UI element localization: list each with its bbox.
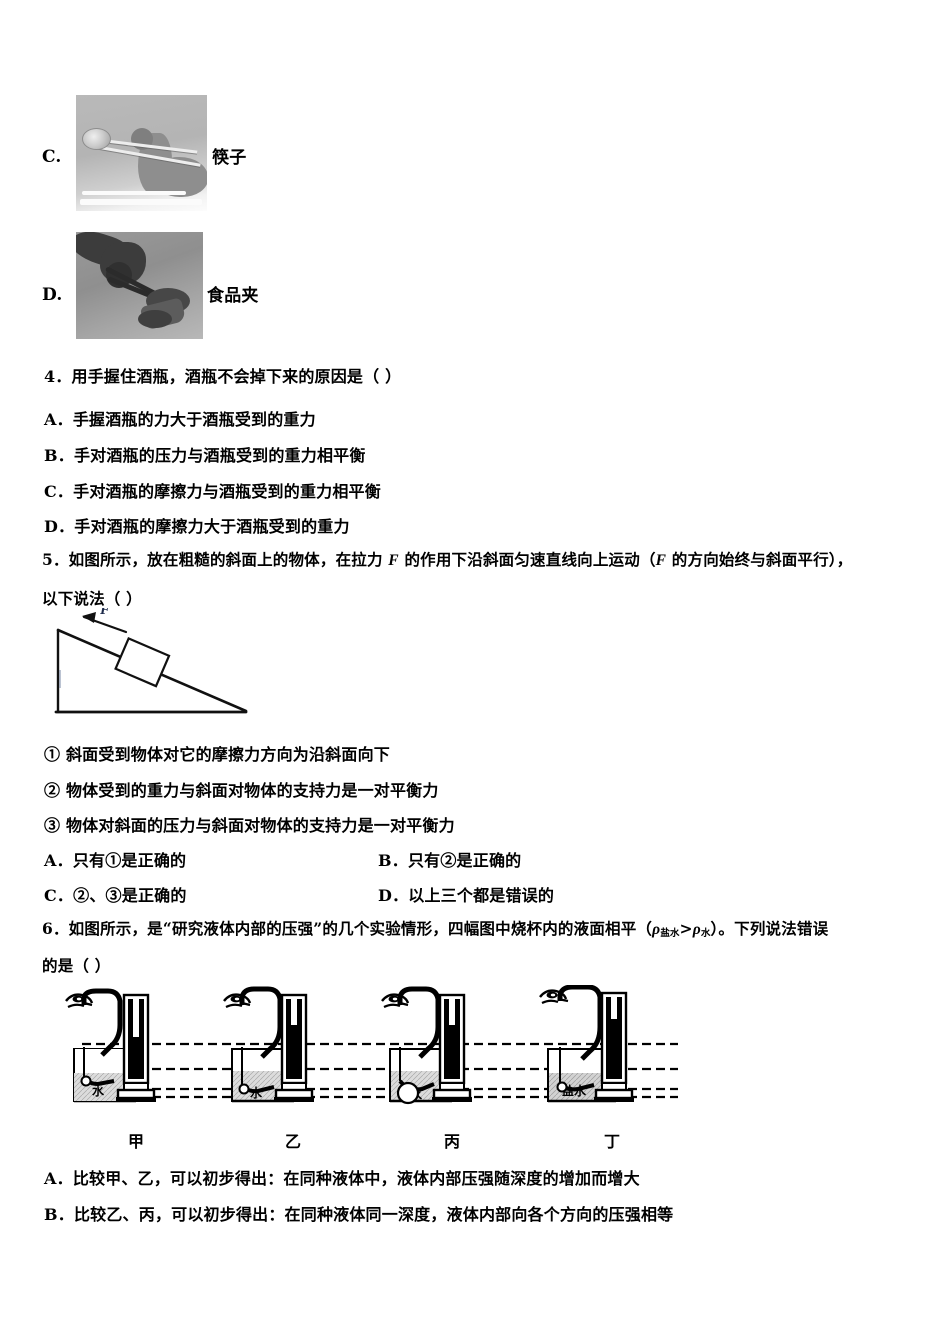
panel-label-ding: 丁 — [604, 1132, 621, 1151]
liquid-pressure-experiment-diagram: 水 — [65, 985, 678, 1105]
q6-option-a: A．比较甲、乙，可以初步得出：在同种液体中，液体内部压强随深度的增加而增大 — [44, 1169, 640, 1188]
q4-option-c-text: 手对酒瓶的摩擦力与酒瓶受到的重力相平衡 — [73, 482, 381, 501]
q5-stem-part3: 的方向始终与斜面平行）， — [666, 550, 853, 569]
q6-option-b: B．比较乙、丙，可以初步得出：在同种液体同一深度，液体内部向各个方向的压强相等 — [44, 1205, 673, 1224]
option-c-letter: C. — [42, 147, 62, 167]
q5-option-a-letter: A． — [44, 851, 73, 870]
q4-option-a-letter: A． — [44, 410, 73, 429]
q4-option-c-letter: C． — [44, 482, 74, 501]
q4-option-b-text: 手对酒瓶的压力与酒瓶受到的重力相平衡 — [73, 446, 366, 465]
q6-option-b-letter: B． — [44, 1205, 74, 1224]
inclined-plane-force-label: F — [99, 608, 110, 618]
q4-stem: 4．用手握住酒瓶，酒瓶不会掉下来的原因是（ ） — [44, 367, 402, 386]
q5-option-c-letter: C． — [44, 886, 74, 905]
panel-ding: 盐水 — [539, 985, 634, 1103]
inclined-plane-diagram: F — [54, 608, 248, 714]
q5-stem-part1: 5．如图所示，放在粗糙的斜面上的物体，在拉力 — [42, 550, 389, 569]
panel-label-yi: 乙 — [285, 1132, 302, 1151]
manometer-yi — [274, 993, 314, 1102]
manometer-jia — [116, 993, 156, 1102]
q5-stem-line1: 5．如图所示，放在粗糙的斜面上的物体，在拉力 F 的作用下沿斜面匀速直线向上运动… — [42, 550, 853, 571]
q6-stem-line2: 的是（ ） — [42, 956, 111, 975]
panel-label-bing: 丙 — [444, 1132, 461, 1151]
q5-option-d: D．以上三个都是错误的 — [378, 886, 554, 905]
q6-compare-operator: > — [679, 919, 693, 938]
panel-bing: 水 — [381, 986, 472, 1105]
panel-jia: 水 — [65, 988, 156, 1103]
manometer-ding — [594, 991, 634, 1102]
q5-statement-3: ③ 物体对斜面的压力与斜面对物体的支持力是一对平衡力 — [44, 816, 455, 835]
q5-option-a-text: 只有①是正确的 — [72, 851, 187, 870]
q4-option-b: B．手对酒瓶的压力与酒瓶受到的重力相平衡 — [44, 446, 366, 465]
q5-option-d-text: 以上三个都是错误的 — [408, 886, 555, 905]
q5-option-a: A．只有①是正确的 — [44, 851, 186, 870]
q5-force-symbol-2: F — [655, 552, 667, 569]
manometer-bing — [432, 993, 472, 1102]
svg-text:水: 水 — [92, 1083, 105, 1098]
q6-stem-part1: 6．如图所示，是“研究液体内部的压强”的几个实验情形，四幅图中烧杯内的液面相平（ — [42, 919, 653, 938]
q6-rho-water-subscript: 水 — [700, 928, 711, 940]
q6-option-a-letter: A． — [44, 1169, 73, 1188]
option-c-caption: 筷子 — [212, 148, 247, 168]
q6-rho-saltwater-subscript: 盐水 — [660, 928, 680, 940]
q4-option-c: C．手对酒瓶的摩擦力与酒瓶受到的重力相平衡 — [44, 482, 381, 501]
q4-option-a-text: 手握酒瓶的力大于酒瓶受到的重力 — [72, 410, 316, 429]
q5-option-b-letter: B． — [378, 851, 408, 870]
q5-stem-part2: 的作用下沿斜面匀速直线向上运动（ — [398, 550, 656, 569]
panel-yi: 水 — [223, 986, 314, 1103]
q4-option-d-letter: D． — [44, 517, 75, 536]
q4-option-d: D．手对酒瓶的摩擦力大于酒瓶受到的重力 — [44, 517, 350, 536]
q5-stem-line2: 以下说法（ ） — [42, 589, 142, 608]
q4-option-a: A．手握酒瓶的力大于酒瓶受到的重力 — [44, 410, 316, 429]
q5-statement-1: ① 斜面受到物体对它的摩擦力方向为沿斜面向下 — [44, 745, 390, 764]
chopsticks-photo — [76, 95, 207, 211]
q5-option-c-text: ②、③是正确的 — [73, 886, 187, 905]
q5-option-b: B．只有②是正确的 — [378, 851, 521, 870]
q6-stem-part2: ）。下列说法错误 — [710, 919, 829, 938]
q5-force-symbol-1: F — [388, 552, 399, 569]
q6-rho-water: ρ — [692, 921, 701, 938]
option-d-letter: D. — [42, 285, 63, 305]
option-d-caption: 食品夹 — [207, 286, 259, 306]
q5-statement-2: ② 物体受到的重力与斜面对物体的支持力是一对平衡力 — [44, 781, 439, 800]
q4-option-b-letter: B． — [44, 446, 74, 465]
q6-stem-line1: 6．如图所示，是“研究液体内部的压强”的几个实验情形，四幅图中烧杯内的液面相平（… — [42, 919, 829, 940]
q5-option-b-text: 只有②是正确的 — [407, 851, 522, 870]
q6-option-a-text: 比较甲、乙，可以初步得出：在同种液体中，液体内部压强随深度的增加而增大 — [72, 1169, 640, 1188]
food-tongs-photo — [76, 232, 203, 339]
q4-option-d-text: 手对酒瓶的摩擦力大于酒瓶受到的重力 — [74, 517, 350, 536]
q6-option-b-text: 比较乙、丙，可以初步得出：在同种液体同一深度，液体内部向各个方向的压强相等 — [73, 1205, 674, 1224]
q6-rho-saltwater: ρ — [652, 921, 661, 938]
q5-option-d-letter: D． — [378, 886, 409, 905]
q5-option-c: C．②、③是正确的 — [44, 886, 187, 905]
panel-label-jia: 甲 — [128, 1132, 145, 1151]
